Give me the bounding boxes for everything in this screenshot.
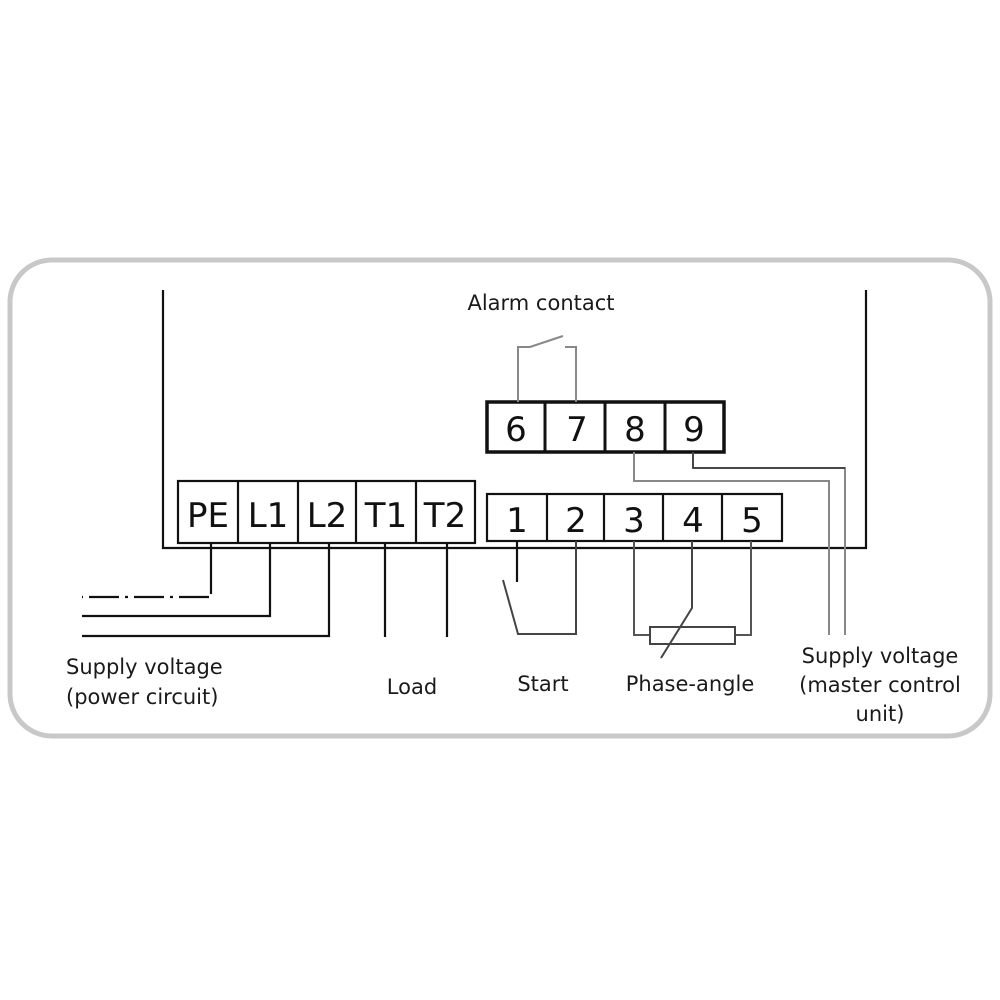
supply-power-label-1: Supply voltage [66,655,223,679]
frame [7,257,993,739]
potentiometer-icon [649,626,736,645]
supply-master-label-2: (master control [799,673,961,697]
terminal-l2: L2 [307,496,348,536]
alarm-switch-icon [517,335,577,402]
terminal-8: 8 [624,410,646,450]
l2-wire [82,543,331,638]
load-label: Load [387,675,437,699]
phase-angle-label: Phase-angle [626,672,755,696]
start-switch-icon [502,541,577,635]
device-housing [161,290,868,550]
l1-wire [82,543,272,618]
terminal-t2: T2 [423,496,466,536]
terminal-t1: T1 [364,496,407,536]
terminal-2: 2 [565,501,587,541]
supply-power-label-2: (power circuit) [66,685,218,709]
terminal-8-wire [633,452,830,635]
alarm-contact-label: Alarm contact [467,291,614,315]
terminal-3: 3 [623,501,645,541]
alarm-terminal-block: 6 7 8 9 [485,400,726,454]
terminal-9: 9 [683,410,705,450]
control-terminal-block: 1 2 3 4 5 [485,492,784,543]
terminal-9-wire [692,452,846,635]
supply-master-label-3: unit) [856,702,905,726]
start-label: Start [517,672,568,696]
terminal-5: 5 [741,501,763,541]
terminal-6: 6 [505,410,527,450]
terminal-pe: PE [187,496,229,536]
power-terminal-block: PE L1 L2 T1 T2 [176,479,477,545]
terminal-4: 4 [682,501,704,541]
pot-wiper [660,541,693,659]
terminal-7: 7 [566,410,588,450]
pot-wires [633,541,752,636]
terminal-1: 1 [506,501,528,541]
supply-master-label-1: Supply voltage [802,644,959,668]
terminal-l1: L1 [248,496,289,536]
